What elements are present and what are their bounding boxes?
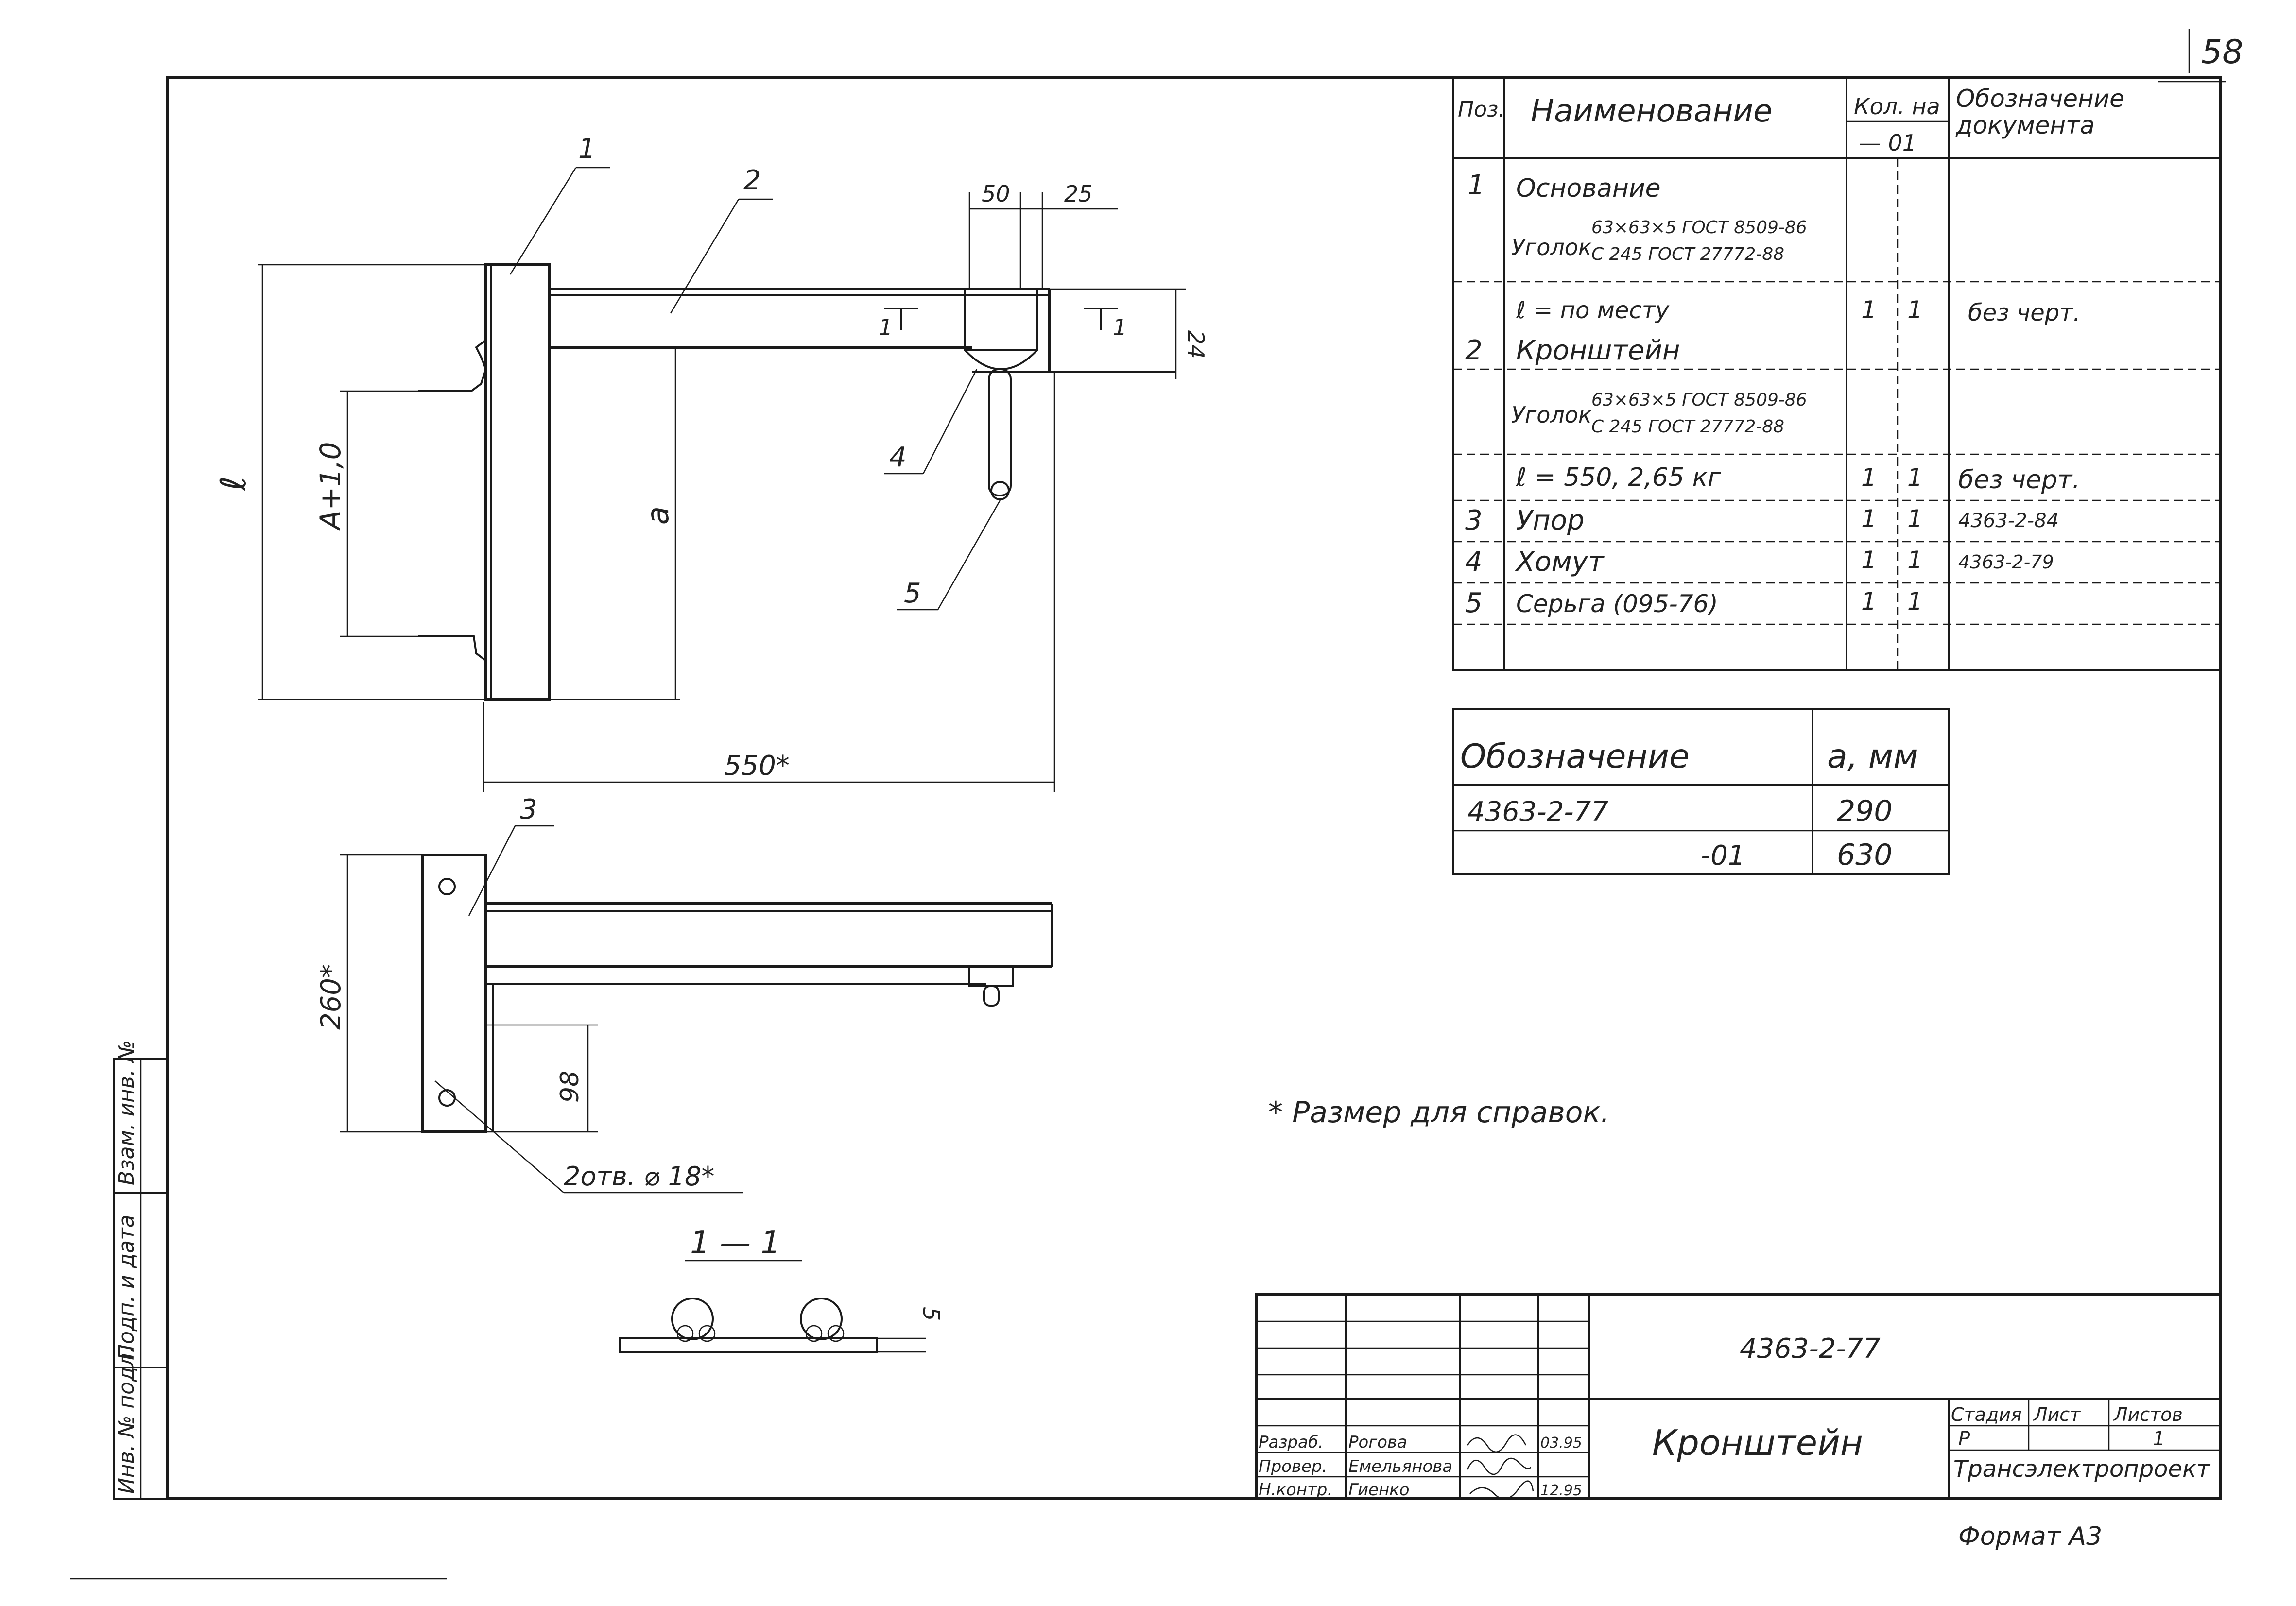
dim-50-label: 50 — [982, 181, 1010, 207]
spec-row-0-pos: 1 — [1467, 170, 1485, 201]
spec-row-1-spec2: С 245 ГОСТ 27772-88 — [1591, 244, 1784, 264]
stamp-inv-podl: Инв. № подл. — [114, 1346, 139, 1494]
format-label: Формат А3 — [1958, 1522, 2102, 1551]
spec-row-2-q1: 1 — [1861, 296, 1877, 324]
pos4-label: 4 — [889, 442, 907, 473]
side-stamp: Взам. инв. № Подп. и дата Инв. № подл. — [113, 1040, 169, 1500]
title-block: 4363-2-77 Кронштейн Стадия Лист Листов Р… — [1255, 1293, 2222, 1500]
signature-2 — [1469, 1480, 1534, 1500]
variant-row-1-designation: -01 — [1701, 840, 1745, 871]
spec-row-2-doc: без черт. — [1968, 299, 2081, 326]
variant-table: Обозначение а, мм 4363-2-77 290 -01 630 — [1452, 708, 1950, 875]
pos5-label: 5 — [904, 578, 921, 609]
title-name-2: Гиенко — [1348, 1480, 1410, 1500]
dim-25-label: 25 — [1064, 181, 1093, 207]
variant-header-designation: Обозначение — [1460, 737, 1690, 776]
title-sheet-label: Лист — [2033, 1404, 2081, 1425]
spec-row-7-pos: 4 — [1465, 546, 1483, 578]
reference-note: * Размер для справок. — [1268, 1095, 1610, 1129]
variant-row-0-a: 290 — [1837, 794, 1893, 828]
spec-row-6-q1: 1 — [1861, 505, 1877, 533]
variant-header-a: а, мм — [1827, 737, 1918, 776]
variant-row-1-a: 630 — [1837, 838, 1893, 872]
spec-row-6-pos: 3 — [1465, 505, 1483, 536]
section-title: 1 — 1 — [690, 1225, 780, 1261]
title-role-2: Н.контр. — [1259, 1480, 1332, 1500]
spec-row-7-q1: 1 — [1861, 546, 1877, 574]
spec-row-7-name: Хомут — [1515, 546, 1605, 578]
title-document-code: 4363-2-77 — [1740, 1333, 1881, 1365]
spec-row-0-name: Основание — [1516, 174, 1661, 203]
dim-24-label: 24 — [1183, 330, 1209, 359]
title-sheets-label: Листов — [2113, 1404, 2183, 1425]
title-name-0: Рогова — [1348, 1433, 1407, 1452]
spec-row-5-q2: 1 — [1907, 463, 1923, 492]
spec-row-4-name: Уголок — [1511, 402, 1592, 428]
dim-550-label: 550* — [724, 750, 790, 782]
section-1-1: 1 — 1 5 — [619, 1225, 944, 1353]
spec-row-5-doc: без черт. — [1958, 465, 2080, 495]
spec-row-8-name: Серьга (095-76) — [1516, 590, 1718, 618]
pos1-label: 1 — [578, 133, 596, 165]
spec-row-6-q2: 1 — [1907, 505, 1923, 533]
variant-row-0-designation: 4363-2-77 — [1467, 796, 1608, 828]
spec-row-7-doc: 4363-2-79 — [1958, 551, 2054, 573]
section-mark-left: 1 — [879, 314, 893, 341]
dim-A-label: А+1,0 — [314, 442, 347, 531]
title-organization: Трансэлектропроект — [1953, 1455, 2211, 1483]
dim-5-label: 5 — [918, 1307, 944, 1321]
stamp-podp-data: Подп. и дата — [114, 1214, 139, 1360]
spec-row-2-name: ℓ = по месту — [1516, 297, 1670, 324]
spec-header-qty-variant: — 01 — [1859, 130, 1916, 156]
stamp-vzam-inv: Взам. инв. № — [114, 1040, 139, 1185]
signature-0 — [1467, 1434, 1527, 1453]
top-view-drawing: ℓ А+1,0 а 550* 50 25 24 1 1 1 — [213, 133, 1209, 792]
sheet-number: 58 — [2201, 33, 2244, 71]
dim-98-label: 98 — [555, 1071, 585, 1103]
spec-row-4-spec1: 63×63×5 ГОСТ 8509-86 — [1591, 390, 1807, 410]
title-name: Кронштейн — [1652, 1422, 1863, 1463]
section-mark-right: 1 — [1113, 314, 1127, 341]
pos3-label: 3 — [520, 794, 537, 825]
spec-header-qty: Кол. на — [1854, 93, 1940, 120]
spec-row-1-spec1: 63×63×5 ГОСТ 8509-86 — [1591, 218, 1807, 238]
drawing-frame — [166, 76, 2222, 1500]
spec-row-6-doc: 4363-2-84 — [1958, 510, 2059, 532]
spec-header-name: Наименование — [1531, 93, 1772, 129]
spec-row-5-name: ℓ = 550, 2,65 кг — [1516, 463, 1721, 492]
spec-row-1-name: Уголок — [1511, 234, 1592, 260]
dim-260-label: 260* — [315, 964, 347, 1030]
title-date-2: 12.95 — [1540, 1482, 1582, 1499]
spec-header-pos: Поз. — [1458, 97, 1505, 122]
spec-row-8-pos: 5 — [1465, 587, 1483, 619]
spec-row-5-q1: 1 — [1861, 463, 1877, 492]
pos2-label: 2 — [743, 165, 761, 196]
title-stage-label: Стадия — [1951, 1404, 2022, 1425]
spec-row-8-q1: 1 — [1861, 587, 1877, 615]
spec-header-doc: Обозначение — [1956, 85, 2124, 113]
title-stage: Р — [1958, 1428, 1970, 1450]
dim-a-label: а — [640, 506, 675, 525]
spec-header-doc2: документа — [1955, 111, 2095, 139]
spec-row-3-name: Кронштейн — [1516, 335, 1680, 366]
signature-1 — [1467, 1457, 1532, 1475]
spec-row-3-pos: 2 — [1465, 335, 1483, 366]
title-role-1: Провер. — [1259, 1457, 1327, 1476]
title-name-1: Емельянова — [1348, 1457, 1452, 1476]
title-date-0: 03.95 — [1540, 1435, 1582, 1452]
spec-table: Поз. Наименование Кол. на — 01 Обозначен… — [1452, 77, 2222, 671]
spec-row-2-q2: 1 — [1907, 296, 1923, 324]
spec-row-6-name: Упор — [1516, 505, 1585, 536]
title-role-0: Разраб. — [1259, 1433, 1324, 1452]
holes-label: 2отв. ⌀ 18* — [564, 1161, 714, 1192]
spec-row-7-q2: 1 — [1907, 546, 1923, 574]
spec-row-8-q2: 1 — [1907, 587, 1923, 615]
dim-l-label: ℓ — [213, 476, 254, 492]
title-sheets: 1 — [2153, 1428, 2165, 1450]
side-view-drawing: 260* 98 3 2отв. ⌀ 18* — [315, 794, 1053, 1194]
spec-row-4-spec2: С 245 ГОСТ 27772-88 — [1591, 417, 1784, 437]
